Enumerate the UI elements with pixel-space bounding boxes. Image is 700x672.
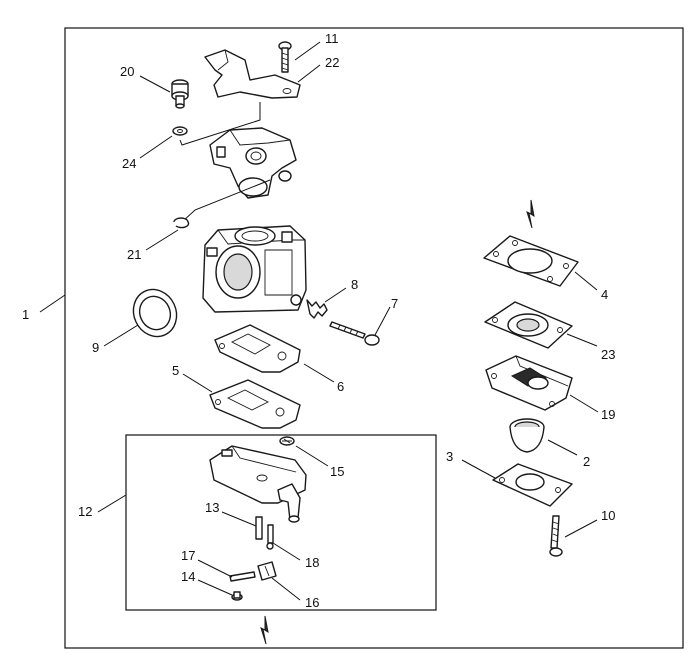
part-control-lever — [257, 561, 277, 581]
part-gasket-upper — [214, 324, 301, 373]
part-spring — [306, 299, 328, 319]
part-pump-cover — [485, 355, 573, 411]
leader-lines — [39, 41, 599, 601]
part-e-clip — [173, 217, 190, 229]
callout-5: 5 — [172, 363, 179, 378]
part-long-bolt — [549, 515, 563, 557]
callout-24: 24 — [122, 156, 136, 171]
part-screen — [279, 436, 295, 446]
part-pump-gasket — [483, 235, 579, 287]
callout-labels: 1 2 3 4 5 6 7 8 9 10 11 12 13 14 15 16 1… — [22, 31, 615, 610]
part-bracket-plate — [204, 49, 301, 99]
callout-3: 3 — [446, 449, 453, 464]
arrow-right-top — [526, 199, 535, 229]
callout-6: 6 — [337, 379, 344, 394]
callout-7: 7 — [391, 296, 398, 311]
part-carburetor-body — [202, 225, 307, 313]
callout-22: 22 — [325, 55, 339, 70]
part-o-ring — [132, 288, 178, 338]
part-pump-diaphragm — [484, 301, 573, 349]
callout-14: 14 — [181, 569, 195, 584]
callout-15: 15 — [330, 464, 344, 479]
callout-2: 2 — [583, 454, 590, 469]
callout-16: 16 — [305, 595, 319, 610]
callout-10: 10 — [601, 508, 615, 523]
part-small-screw — [231, 591, 243, 601]
callout-18: 18 — [305, 555, 319, 570]
callout-23: 23 — [601, 347, 615, 362]
arrow-bottom — [260, 615, 269, 645]
part-primer-bulb — [509, 418, 545, 453]
part-inlet-needle — [255, 516, 274, 550]
callout-19: 19 — [601, 407, 615, 422]
callout-21: 21 — [127, 247, 141, 262]
callout-17: 17 — [181, 548, 195, 563]
callout-13: 13 — [205, 500, 219, 515]
callout-12: 12 — [78, 504, 92, 519]
callout-1: 1 — [22, 307, 29, 322]
outer-frame — [64, 27, 684, 649]
part-needle-screw — [329, 321, 380, 346]
guide-line-top — [179, 102, 261, 146]
part-lever-pin — [229, 571, 256, 582]
part-washer — [172, 126, 188, 136]
callout-11: 11 — [325, 31, 339, 46]
part-screw-top — [278, 41, 292, 73]
subassembly-frame — [125, 434, 437, 611]
callout-9: 9 — [92, 340, 99, 355]
guide-line-mid — [181, 179, 271, 223]
part-throttle-cover — [209, 127, 297, 199]
part-diaphragm-lower — [209, 379, 301, 429]
part-adjust-cap — [171, 79, 189, 109]
part-primer-plate — [492, 463, 573, 507]
callout-20: 20 — [120, 64, 134, 79]
callout-8: 8 — [351, 277, 358, 292]
callout-4: 4 — [601, 287, 608, 302]
part-metering-body — [209, 445, 307, 523]
